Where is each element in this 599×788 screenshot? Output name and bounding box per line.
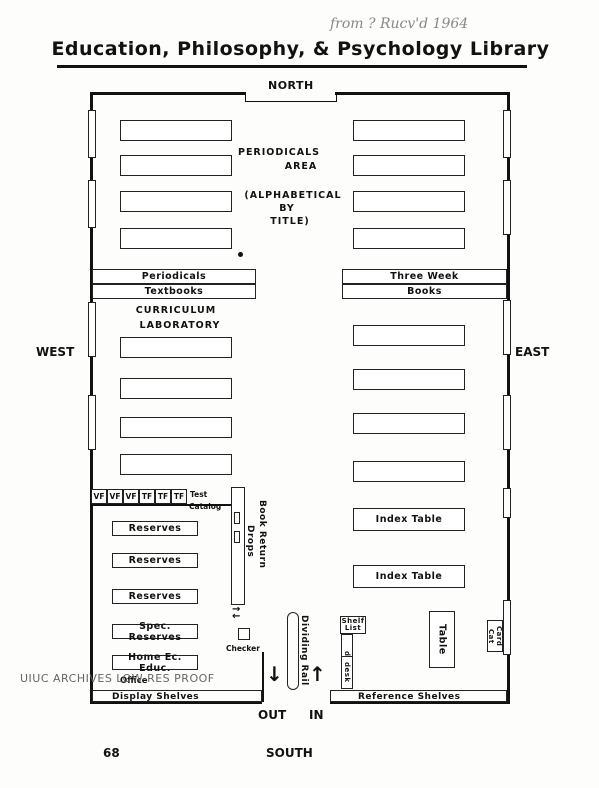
return-slot [234, 512, 240, 524]
window [88, 395, 96, 450]
reading-table [120, 155, 232, 176]
reading-table [120, 228, 232, 249]
window [503, 180, 511, 235]
exit-arrow-down-icon: ↓ [266, 662, 283, 686]
window [503, 300, 511, 355]
handwritten-note: from ? Rucv'd 1964 [330, 16, 469, 32]
reference-shelves-box [330, 690, 507, 702]
dividing-rail [287, 612, 299, 690]
books-shelf: Books [342, 284, 507, 299]
periodicals-shelf: Periodicals [92, 269, 256, 284]
vertical-file-tf: TF [171, 489, 187, 504]
north-wall-left [90, 92, 245, 95]
arrow-left-right-icon: →← [232, 604, 241, 622]
special-reserves-shelf: Spec. Reserves [112, 621, 198, 643]
display-shelves-label: Display Shelves [112, 692, 200, 702]
reserves-shelf-3: Reserves [112, 589, 198, 604]
in-label: IN [309, 708, 324, 722]
shelf-list: Shelf List [340, 616, 366, 634]
curriculum-table [120, 417, 232, 438]
vertical-file-tf: TF [155, 489, 171, 504]
reading-table [353, 155, 465, 176]
test-label: Test [190, 490, 208, 499]
office-label: Office [120, 676, 148, 686]
index-table-2: Index Table [353, 565, 465, 588]
reading-table [353, 191, 465, 212]
home-ec-shelf: Home Ec. Educ. [112, 652, 198, 674]
vertical-file-vf: VF [91, 489, 107, 504]
curriculum-label: CURRICULUM [135, 305, 217, 316]
card-catalog: Card Cat [487, 620, 503, 652]
return-slot [234, 531, 240, 543]
window [503, 600, 511, 655]
south-wall-right [330, 701, 510, 704]
out-label: OUT [258, 708, 287, 722]
dividing-rail-label: Dividing Rail [299, 615, 309, 686]
periodicals-area-label: PERIODICALS [237, 147, 321, 158]
book-return-label: Book Return [257, 500, 267, 569]
alphabetical-label: (ALPHABETICAL [244, 190, 342, 201]
checker-partition [262, 652, 264, 702]
table: Table [429, 611, 455, 668]
pillar [238, 252, 243, 257]
north-door-jamb [245, 92, 337, 102]
window [503, 110, 511, 158]
checker-label: Checker [226, 644, 260, 653]
window [503, 488, 511, 518]
curriculum-table [120, 454, 232, 475]
reading-table [353, 413, 465, 434]
compass-north: NORTH [268, 79, 314, 92]
reading-table [353, 369, 465, 390]
reading-table [353, 120, 465, 141]
compass-east: EAST [515, 345, 550, 359]
vertical-file-tf: TF [139, 489, 155, 504]
window [88, 110, 96, 158]
alphabetical-label-3: TITLE) [270, 216, 310, 227]
vertical-file-vf: VF [107, 489, 123, 504]
reference-shelves-label: Reference Shelves [358, 692, 461, 702]
alphabetical-label-2: BY [279, 203, 295, 214]
vertical-file-vf: VF [123, 489, 139, 504]
north-wall-right [335, 92, 510, 95]
entry-arrow-up-icon: ↑ [309, 662, 326, 686]
index-table-1: Index Table [353, 508, 465, 531]
checker-station [238, 628, 250, 640]
reading-table [120, 120, 232, 141]
compass-south: SOUTH [266, 746, 313, 760]
periodicals-area-label-2: AREA [284, 161, 318, 172]
display-shelves-box [92, 690, 262, 702]
title-underline [57, 65, 527, 68]
reading-table [353, 461, 465, 482]
reading-table [120, 191, 232, 212]
page-number: 68 [103, 746, 120, 760]
reading-table [353, 325, 465, 346]
desk-2: desk [341, 656, 353, 689]
window [88, 302, 96, 357]
laboratory-label: LABORATORY [139, 320, 221, 331]
archive-watermark: UIUC ARCHIVES LOW-RES PROOF [20, 672, 215, 685]
files-divider [91, 504, 232, 506]
reserves-shelf-1: Reserves [112, 521, 198, 536]
reading-table [353, 228, 465, 249]
south-wall-left [90, 701, 262, 704]
circulation-counter [231, 487, 245, 605]
window [88, 180, 96, 228]
textbooks-shelf: Textbooks [92, 284, 256, 299]
window [503, 395, 511, 450]
curriculum-table [120, 337, 232, 358]
drops-label: Drops [245, 525, 255, 558]
catalog-label: Catalog [189, 502, 222, 511]
page-title: Education, Philosophy, & Psychology Libr… [51, 38, 550, 60]
compass-west: WEST [36, 345, 75, 359]
curriculum-table [120, 378, 232, 399]
reserves-shelf-2: Reserves [112, 553, 198, 568]
three-week-shelf: Three Week [342, 269, 507, 284]
